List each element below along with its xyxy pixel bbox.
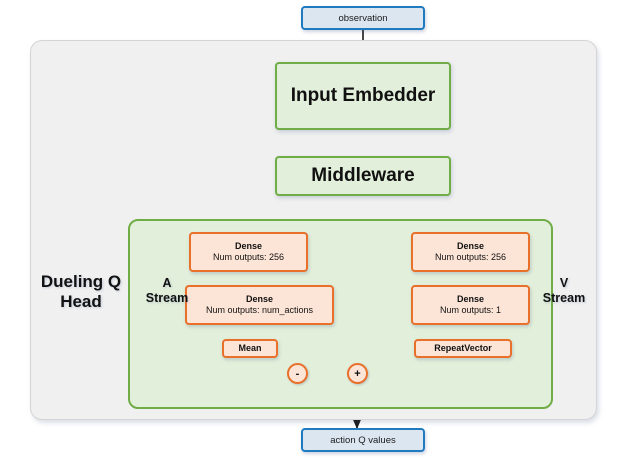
repeat-vector-label: RepeatVector bbox=[434, 342, 492, 353]
observation-label: observation bbox=[338, 12, 388, 24]
middleware-label: Middleware bbox=[311, 165, 415, 186]
v-stream-label: V Stream bbox=[537, 276, 591, 306]
v-stream-dense-256-title: Dense bbox=[456, 240, 484, 251]
action-q-values-node[interactable]: action Q values bbox=[301, 428, 425, 452]
mean-node[interactable]: Mean bbox=[222, 339, 278, 358]
add-operator-label: + bbox=[354, 367, 361, 380]
action-q-values-label: action Q values bbox=[330, 434, 396, 446]
a-stream-dense-num-actions-node[interactable]: Dense Num outputs: num_actions bbox=[185, 285, 334, 325]
v-stream-dense-1-title: Dense bbox=[456, 293, 484, 304]
v-stream-dense-1-subtitle: Num outputs: 1 bbox=[439, 305, 502, 315]
dueling-q-head-label: Dueling Q Head bbox=[34, 272, 128, 313]
v-stream-label-line2: Stream bbox=[542, 291, 586, 305]
input-embedder-label: Input Embedder bbox=[290, 85, 436, 106]
v-stream-dense-1-node[interactable]: Dense Num outputs: 1 bbox=[411, 285, 530, 325]
v-stream-dense-256-node[interactable]: Dense Num outputs: 256 bbox=[411, 232, 530, 272]
a-stream-dense-num-actions-title: Dense bbox=[245, 293, 273, 304]
subtract-operator-label: - bbox=[295, 367, 300, 380]
v-stream-dense-256-subtitle: Num outputs: 256 bbox=[434, 252, 507, 262]
dueling-q-head-label-line1: Dueling Q bbox=[40, 272, 122, 291]
a-stream-label: A Stream bbox=[140, 276, 194, 306]
dueling-q-head-label-line2: Head bbox=[60, 292, 102, 312]
mean-label: Mean bbox=[238, 342, 262, 353]
a-stream-dense-256-title: Dense bbox=[234, 240, 262, 251]
input-embedder-node[interactable]: Input Embedder bbox=[275, 62, 451, 130]
a-stream-dense-256-node[interactable]: Dense Num outputs: 256 bbox=[189, 232, 308, 272]
a-stream-dense-256-subtitle: Num outputs: 256 bbox=[212, 252, 285, 262]
subtract-operator-node[interactable]: - bbox=[287, 363, 308, 384]
a-stream-label-line1: A bbox=[162, 276, 172, 290]
a-stream-label-line2: Stream bbox=[145, 291, 189, 305]
v-stream-label-line1: V bbox=[559, 276, 569, 290]
repeat-vector-node[interactable]: RepeatVector bbox=[414, 339, 512, 358]
a-stream-dense-num-actions-subtitle: Num outputs: num_actions bbox=[205, 305, 314, 315]
middleware-node[interactable]: Middleware bbox=[275, 156, 451, 196]
add-operator-node[interactable]: + bbox=[347, 363, 368, 384]
observation-node[interactable]: observation bbox=[301, 6, 425, 30]
